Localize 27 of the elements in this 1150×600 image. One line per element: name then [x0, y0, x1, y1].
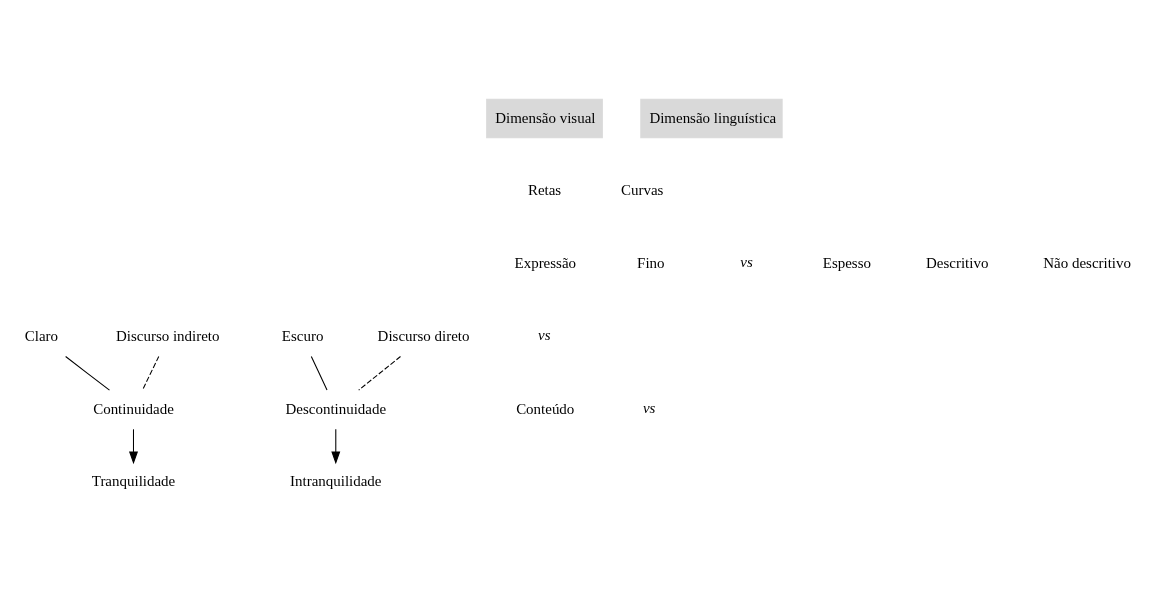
node-text: Continuidade [93, 400, 174, 417]
label: vs [538, 326, 551, 343]
label: Espesso [822, 254, 872, 271]
label: Descritivo [926, 254, 989, 271]
label: Conteúdo [516, 400, 575, 417]
connector [65, 355, 110, 391]
label: Retas [527, 181, 562, 198]
node-text: Discurso direto [377, 327, 470, 344]
label: Curvas [621, 181, 664, 198]
label: Fino [637, 254, 665, 271]
label: Expressão [514, 254, 577, 271]
node-text: Tranquilidade [91, 472, 176, 489]
node-text: Descontinuidade [285, 400, 387, 417]
label: vs [642, 399, 656, 416]
label: vs [740, 253, 753, 270]
arrow [129, 428, 138, 464]
label: Dimensão linguística [649, 109, 777, 126]
node-text: Escuro [281, 327, 324, 344]
label: Não descritivo [1043, 254, 1131, 271]
node-text: Discurso indireto [115, 327, 220, 344]
connector [142, 355, 160, 390]
connector [310, 355, 328, 390]
connector [358, 355, 402, 391]
arrow [331, 428, 341, 464]
node-text: Claro [24, 327, 59, 344]
node-text: Intranquilidade [290, 472, 382, 489]
label: Dimensão visual [495, 109, 596, 126]
